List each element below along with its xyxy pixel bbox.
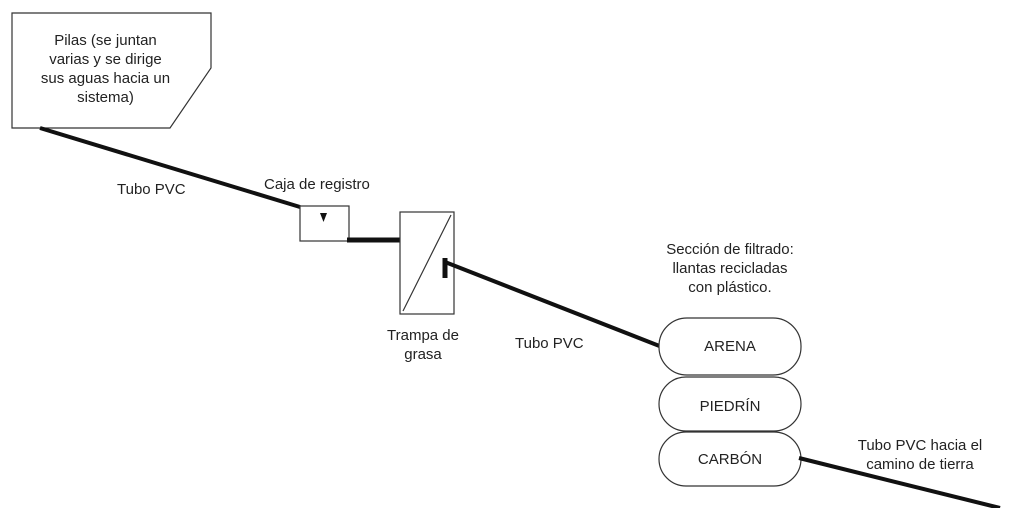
pipe-line-2 xyxy=(444,260,663,349)
trampa-grasa-label: Trampa de grasa xyxy=(387,327,459,363)
pipe-label-2: Tubo PVC xyxy=(515,335,584,352)
caja-registro-box xyxy=(299,205,350,242)
trampa-diagonal xyxy=(402,214,452,312)
note-text: Pilas (se juntan varias y se dirige sus … xyxy=(40,32,171,106)
pipe-line-3 xyxy=(798,456,1001,508)
filter-piedrin-shape xyxy=(658,376,802,432)
pipe-label-3: Tubo PVC hacia el camino de tierra xyxy=(857,437,983,473)
filter-arena-shape xyxy=(658,317,802,376)
pipe-line-1 xyxy=(39,126,301,209)
registro-arrow-icon xyxy=(320,213,327,222)
filter-carbon-label: CARBÓN xyxy=(697,451,763,468)
filtrado-label: Sección de filtrado: llantas recicladas … xyxy=(666,241,794,296)
caja-registro-label: Caja de registro xyxy=(264,176,370,193)
note-shape xyxy=(11,12,212,129)
pipe-label-1: Tubo PVC xyxy=(117,181,186,198)
filter-arena-label: ARENA xyxy=(704,338,756,355)
filter-piedrin-label: PIEDRÍN xyxy=(699,398,761,415)
